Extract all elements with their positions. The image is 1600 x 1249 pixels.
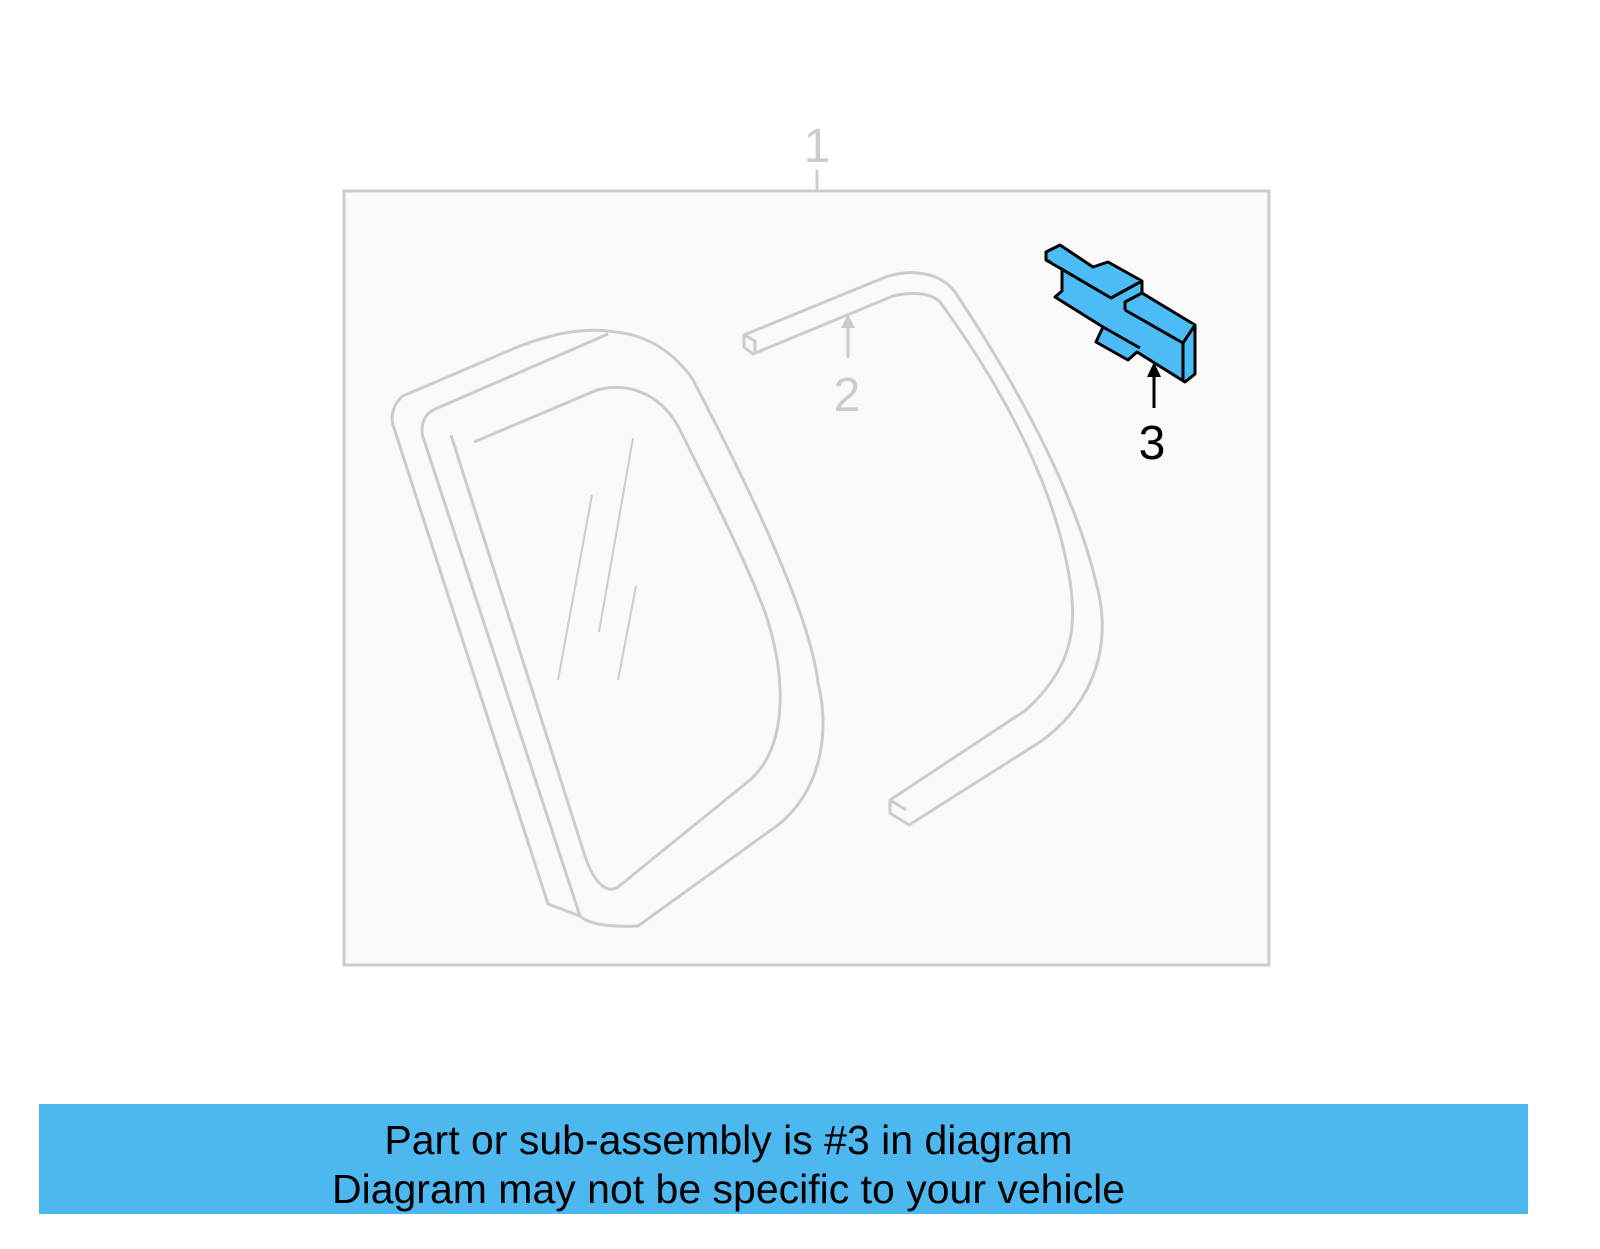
callout-2: 2	[834, 369, 861, 422]
info-banner: Part or sub-assembly is #3 in diagram Di…	[39, 1104, 1528, 1214]
banner-line-2: Diagram may not be specific to your vehi…	[331, 1166, 1125, 1212]
callout-1: 1	[804, 120, 831, 173]
part-3-clip[interactable]	[1044, 243, 1197, 384]
callout-3-arrowhead	[1147, 362, 1161, 377]
callout-2-arrowhead	[841, 314, 855, 328]
weatherstrip	[742, 271, 1104, 827]
callout-3[interactable]: 3	[1139, 417, 1166, 470]
quarter-glass	[390, 328, 825, 928]
banner-line-1: Part or sub-assembly is #3 in diagram	[384, 1117, 1073, 1163]
